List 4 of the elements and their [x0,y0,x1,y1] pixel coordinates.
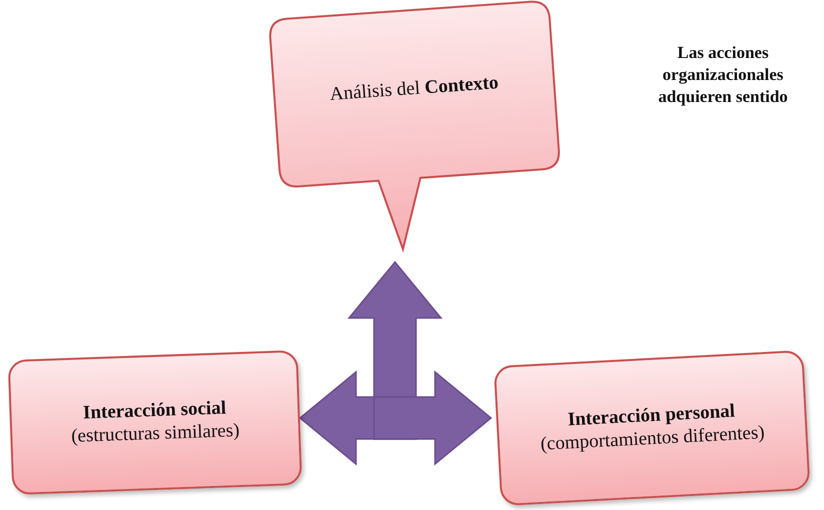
block-arrow [373,370,492,466]
note-text: Las acciones organizacionales adquieren sentido [657,42,789,108]
process-box [8,350,302,496]
box-text: Análisis del Contexto [329,72,500,107]
